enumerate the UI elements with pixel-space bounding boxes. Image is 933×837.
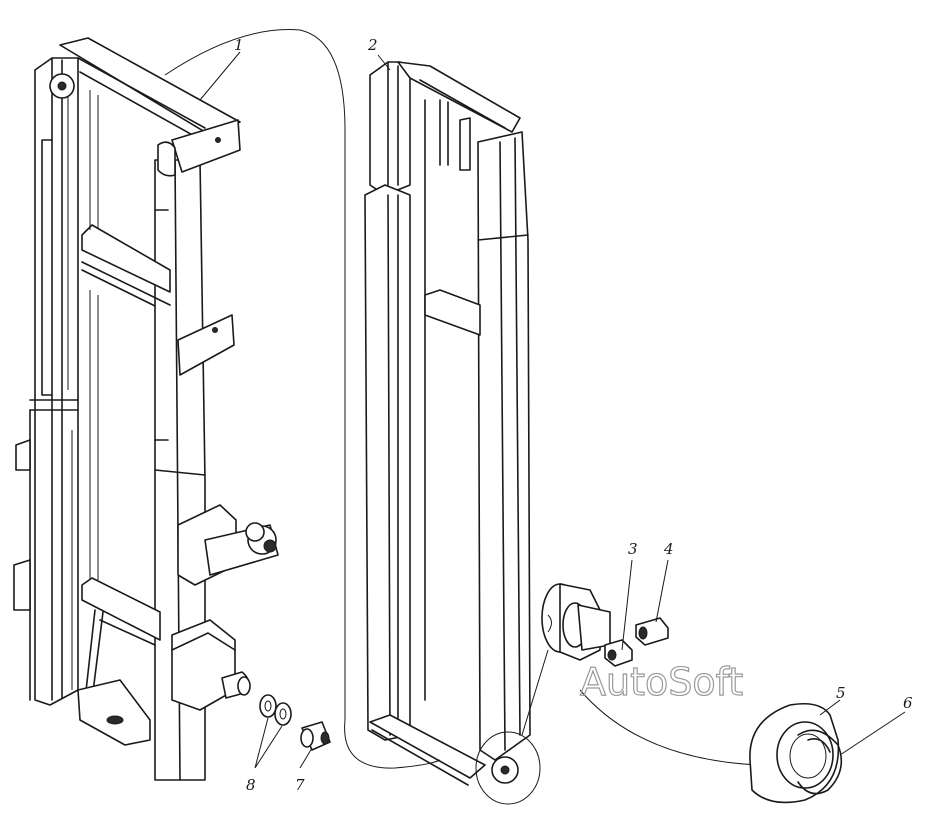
label-part-8: 8 [246,776,256,794]
label-part-5: 5 [836,684,846,702]
washer-part-8a [259,694,277,718]
label-part-1: 1 [234,36,244,54]
leader-lines [199,51,906,769]
washers-and-bushing [259,694,331,751]
label-part-2: 2 [367,36,378,54]
inner-mast-frame [364,61,541,805]
label-part-4: 4 [663,540,674,558]
label-part-6: 6 [903,694,913,712]
washer-part-8b [274,702,292,726]
watermark-text: AutoSoft [580,660,743,704]
roller-assembly [541,583,669,667]
part-labels: 1 2 3 4 5 6 7 8 [234,36,913,794]
outer-mast-frame [13,37,279,781]
label-part-3: 3 [628,540,638,558]
circlip-part-6 [797,729,843,795]
bearing-and-circlip [749,702,843,804]
label-part-7: 7 [295,776,305,794]
assembly-lines [164,29,761,769]
